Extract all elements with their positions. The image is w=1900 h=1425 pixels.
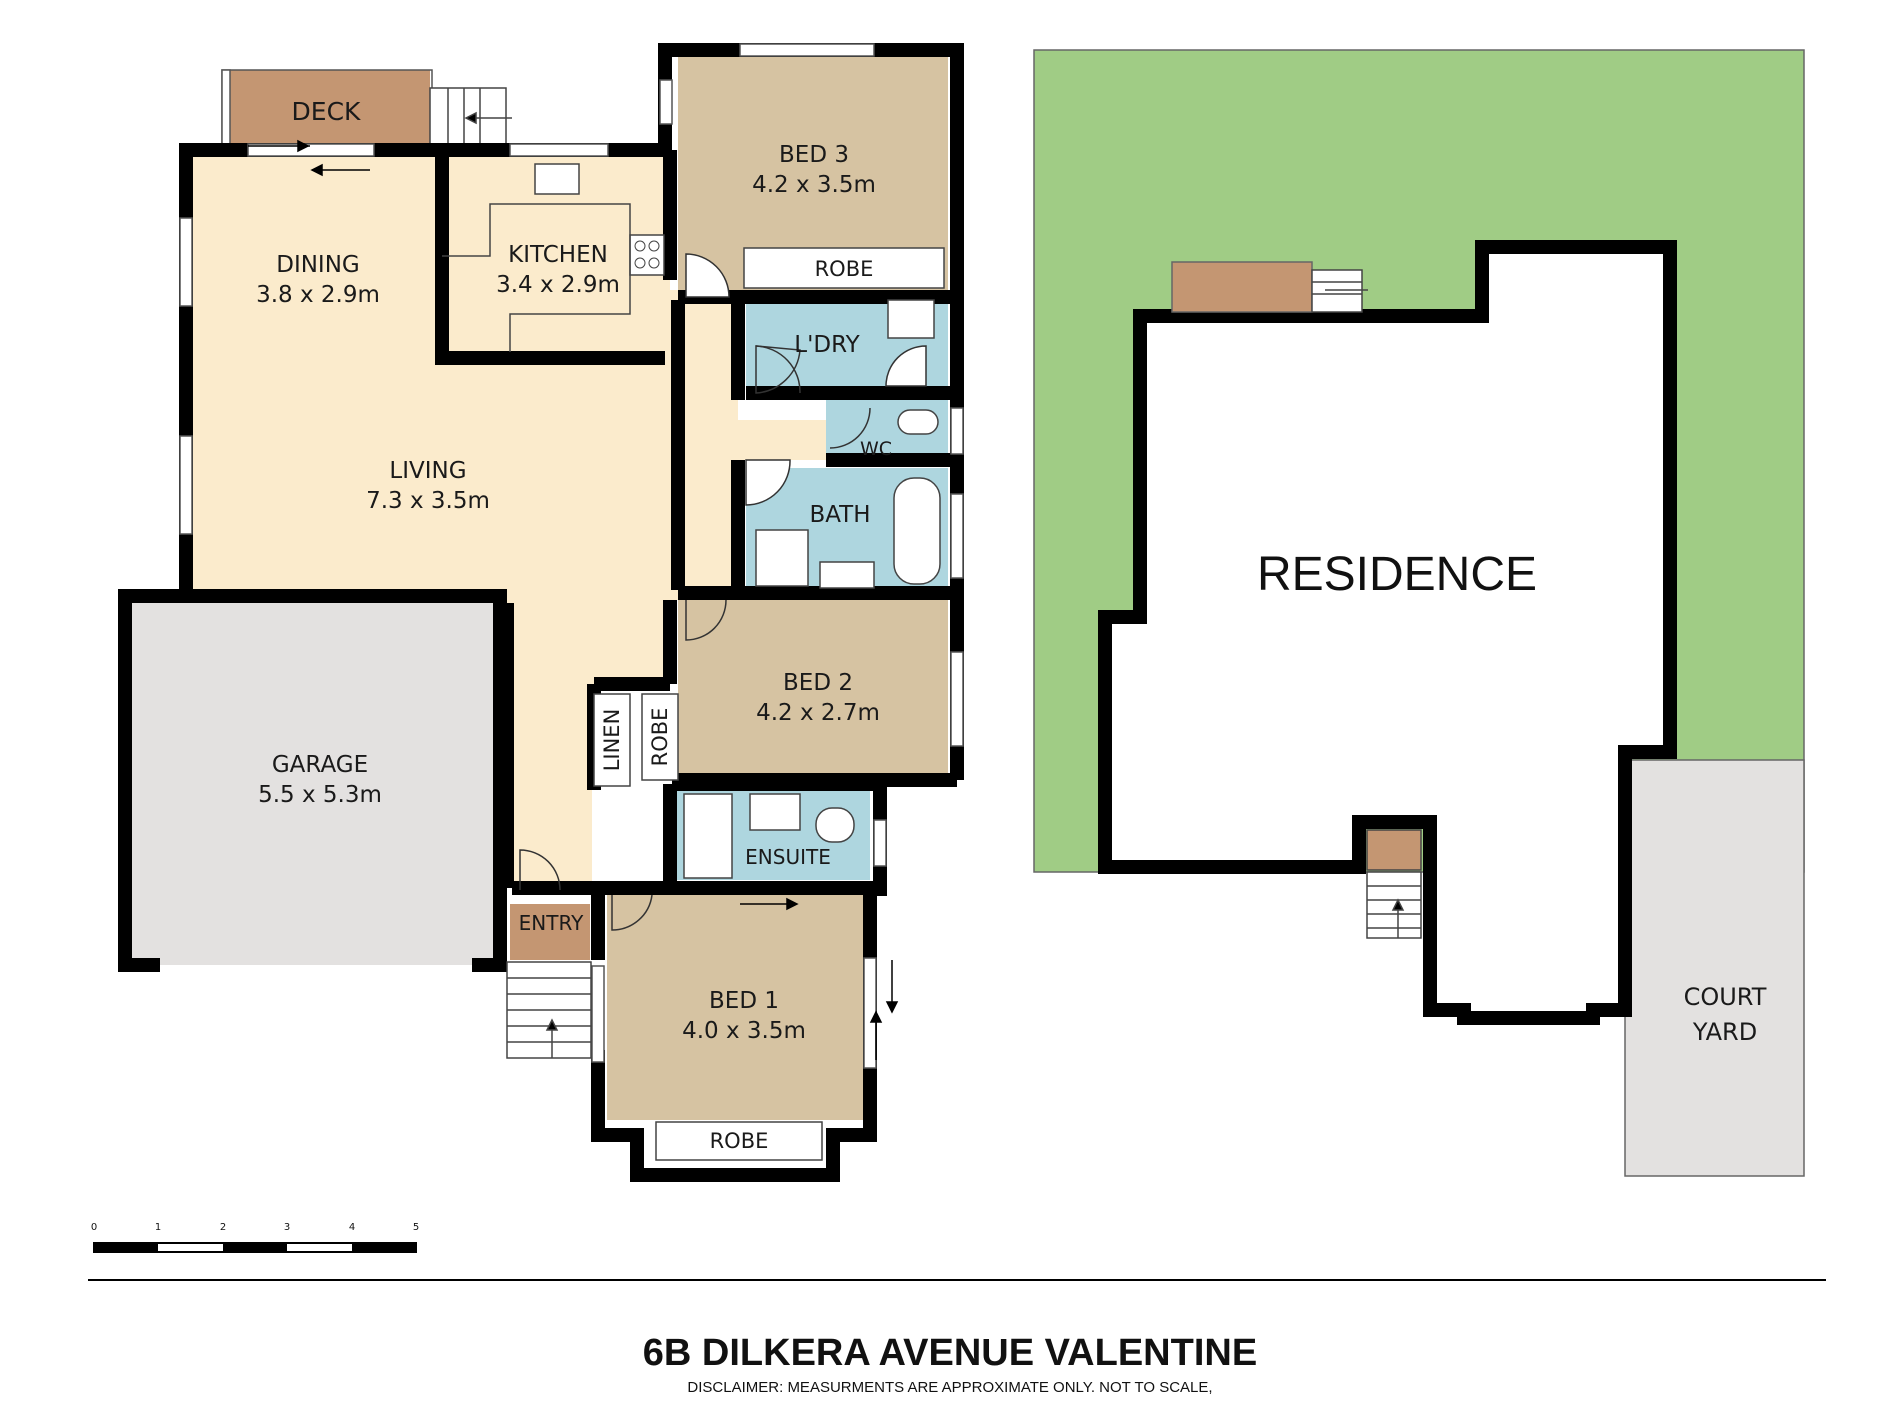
sliding-door-markers: [248, 139, 899, 1060]
bed1-robe-label: ROBE: [710, 1129, 769, 1153]
residence-outline: [1098, 240, 1677, 1025]
courtyard-area: [1624, 759, 1805, 1177]
bed2-robe-label: ROBE: [648, 708, 672, 767]
bed3-robe-label: ROBE: [815, 257, 874, 281]
residence-deck-stairs: [1311, 269, 1368, 313]
courtyard-label-line2: YARD: [1692, 1018, 1757, 1046]
dining-label: DINING: [276, 252, 360, 278]
deck-stairs: [429, 87, 512, 147]
scale-tick-0: 0: [91, 1222, 97, 1233]
deck-rail-left: [221, 69, 231, 147]
garage-floor: [130, 603, 494, 965]
cooktop-icon: [629, 234, 665, 276]
bed3-robe-box: [743, 247, 945, 289]
deck-area: [222, 70, 430, 146]
scale-tick-1: 1: [155, 1222, 161, 1233]
residence-entry-landing: [1366, 829, 1422, 871]
property-address: 6B DILKERA AVENUE VALENTINE: [643, 1332, 1257, 1374]
kitchen-sink-icon: [534, 163, 580, 195]
wc-label: WC: [860, 438, 892, 460]
toilet-wc-icon: [897, 409, 939, 435]
bed1-size: 4.0 x 3.5m: [682, 1018, 806, 1044]
residence-label: RESIDENCE: [1257, 548, 1537, 601]
scale-tick-4: 4: [349, 1222, 355, 1233]
bath-vanity-icon: [819, 561, 875, 589]
bed1-label: BED 1: [709, 988, 779, 1014]
entry-floor: [510, 904, 590, 960]
scale-tick-5: 5: [413, 1222, 419, 1233]
deck-label: DECK: [292, 97, 362, 126]
garage-size: 5.5 x 5.3m: [258, 782, 382, 808]
bed2-floor: [678, 600, 948, 778]
house-plan: DECK BED 3 4.2 x 3.5m ROBE DINING 3.8 x …: [118, 43, 964, 1182]
linen-box: [593, 693, 631, 787]
linen-label: LINEN: [600, 709, 624, 772]
bath-label: BATH: [809, 502, 870, 528]
entry-stairs: [506, 961, 592, 1059]
bath-shower-icon: [755, 529, 809, 587]
residence-deck: [1171, 261, 1313, 313]
living-size: 7.3 x 3.5m: [366, 488, 490, 514]
dining-size: 3.8 x 2.9m: [256, 282, 380, 308]
scale-bar: 0 1 2 3 4 5: [91, 1222, 419, 1253]
doors: [519, 253, 927, 931]
disclaimer: DISCLAIMER: MEASURMENTS ARE APPROXIMATE …: [687, 1379, 1212, 1396]
scale-tick-2: 2: [220, 1222, 226, 1233]
living-dining-floor: [186, 155, 826, 888]
bed2-label: BED 2: [783, 670, 853, 696]
kitchen-label: KITCHEN: [508, 242, 608, 268]
bed1-robe-box: [655, 1121, 823, 1161]
bed2-robe-box: [641, 693, 679, 781]
bed3-size: 4.2 x 3.5m: [752, 172, 876, 198]
bed3-label: BED 3: [779, 142, 849, 168]
courtyard-label-line1: COURT: [1684, 983, 1767, 1011]
site-plan: RESIDENCE COURT YARD: [1033, 49, 1805, 1177]
laundry-label: L'DRY: [794, 332, 860, 358]
windows: [179, 43, 964, 1069]
bathtub-icon: [893, 477, 941, 585]
living-label: LIVING: [389, 458, 466, 484]
ensuite-label: ENSUITE: [745, 845, 831, 869]
kitchen-size: 3.4 x 2.9m: [496, 272, 620, 298]
fixtures: [442, 163, 945, 1161]
ensuite-vanity-icon: [749, 793, 801, 831]
garage-label: GARAGE: [272, 752, 368, 778]
entry-label: ENTRY: [519, 911, 584, 935]
ensuite-toilet-icon: [815, 807, 855, 843]
residence-entry-stairs: [1366, 871, 1422, 939]
ensuite-shower-icon: [683, 793, 733, 879]
laundry-tub-icon: [887, 299, 935, 339]
scale-tick-3: 3: [284, 1222, 290, 1233]
bed2-size: 4.2 x 2.7m: [756, 700, 880, 726]
bed1-floor: [607, 895, 870, 1120]
